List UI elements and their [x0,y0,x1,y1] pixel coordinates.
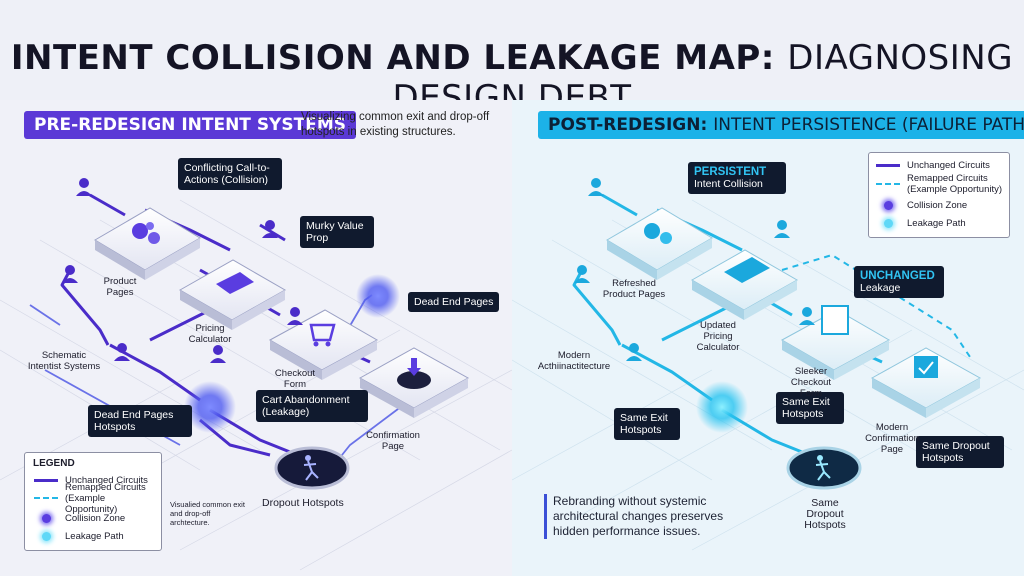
murky-value-callout: Murky Value Prop [300,216,374,248]
page-title: INTENT COLLISION AND LEAKAGE MAP: DIAGNO… [10,38,1014,118]
updated-pricing-label: Updated Pricing Calculator [696,320,740,353]
dead-end-callout: Dead End Pages [408,292,500,312]
right-legend: Unchanged Circuits Remapped Circuits (Ex… [868,152,1010,238]
left-legend: LEGEND Unchanged Circuits Remapped Circu… [24,452,162,551]
same-dropout-label: Same Dropout Hotspots [804,497,846,531]
post-redesign-header: POST-REDESIGN: INTENT PERSISTENCE (FAILU… [538,111,1024,139]
pricing-calculator-tile [178,259,287,330]
pre-redesign-diagram [0,178,512,571]
same-dropout-hole [786,446,862,490]
modern-confirmation-label: Modern Confirmation Page [865,422,919,455]
confirmation-page-label: Confirmation Page [366,430,420,452]
legend-remapped-right: Remapped Circuits (Example Opportunity) [875,172,1003,196]
legend-title: LEGEND [33,458,75,469]
rebranding-note: Rebranding without systemic architectura… [544,494,728,539]
legend-remapped: Remapped Circuits (Example Opportunity) [33,482,153,515]
confirmation-page-tile [358,347,470,418]
legend-leakage: Leakage Path [33,527,153,545]
legend-leakage-right: Leakage Path [875,214,1003,232]
checkout-form-label: Checkout Form [274,368,316,390]
legend-collision-right: Collision Zone [875,196,1003,214]
dead-end-hotspots-callout: Dead End Pages Hotspots [88,405,192,437]
pricing-calculator-label: Pricing Calculator [188,323,232,345]
pre-redesign-header: PRE-REDESIGN INTENT SYSTEMS [24,111,356,139]
collision-zone-hotspot [184,381,236,433]
modern-confirmation-tile [870,347,982,418]
user-icons-right [574,178,815,361]
legend-unchanged-right: Unchanged Circuits [875,158,1003,172]
updated-pricing-tile [690,249,799,320]
same-exit-left-callout: Same Exit Hotspots [614,408,680,440]
sleeker-checkout-label: Sleeker Checkout Form [790,366,832,399]
collision-zone-right [696,381,748,433]
collision-callout: Conflicting Call-to-Actions (Collision) [178,158,282,190]
schematic-label: Schematic Intentist Systems [27,350,101,372]
post-redesign-panel: POST-REDESIGN: INTENT PERSISTENCE (FAILU… [512,100,1024,576]
dropout-hotspots-label: Dropout Hotspots [262,497,344,509]
cart-abandonment-callout: Cart Abandonment (Leakage) [256,390,368,422]
modern-architecture-label: Modern Acthiinactitecture [537,350,611,372]
pre-redesign-panel: PRE-REDESIGN INTENT SYSTEMS Visualizing … [0,100,512,576]
pre-redesign-subtitle: Visualizing common exit and drop-off hot… [301,111,490,138]
legend-note: Visualied common exit and drop-off archt… [170,500,245,527]
same-dropout-callout: Same Dropout Hotspots [916,436,1004,468]
product-pages-tile [94,207,201,280]
dropout-hole [274,446,350,490]
sleeker-checkout-tile [780,305,891,380]
legend-collision: Collision Zone [33,509,153,527]
refreshed-product-label: Refreshed Product Pages [602,278,666,300]
product-pages-label: Product Pages [103,276,137,298]
user-icons [62,178,303,363]
same-exit-mid-callout: Same Exit Hotspots [776,392,844,424]
post-redesign-diagram [512,178,1024,551]
checkout-form-tile [268,309,379,380]
collision-zone-dead-end [356,274,400,318]
legend-unchanged: Unchanged Circuits [33,473,153,487]
refreshed-product-tile [606,207,713,280]
